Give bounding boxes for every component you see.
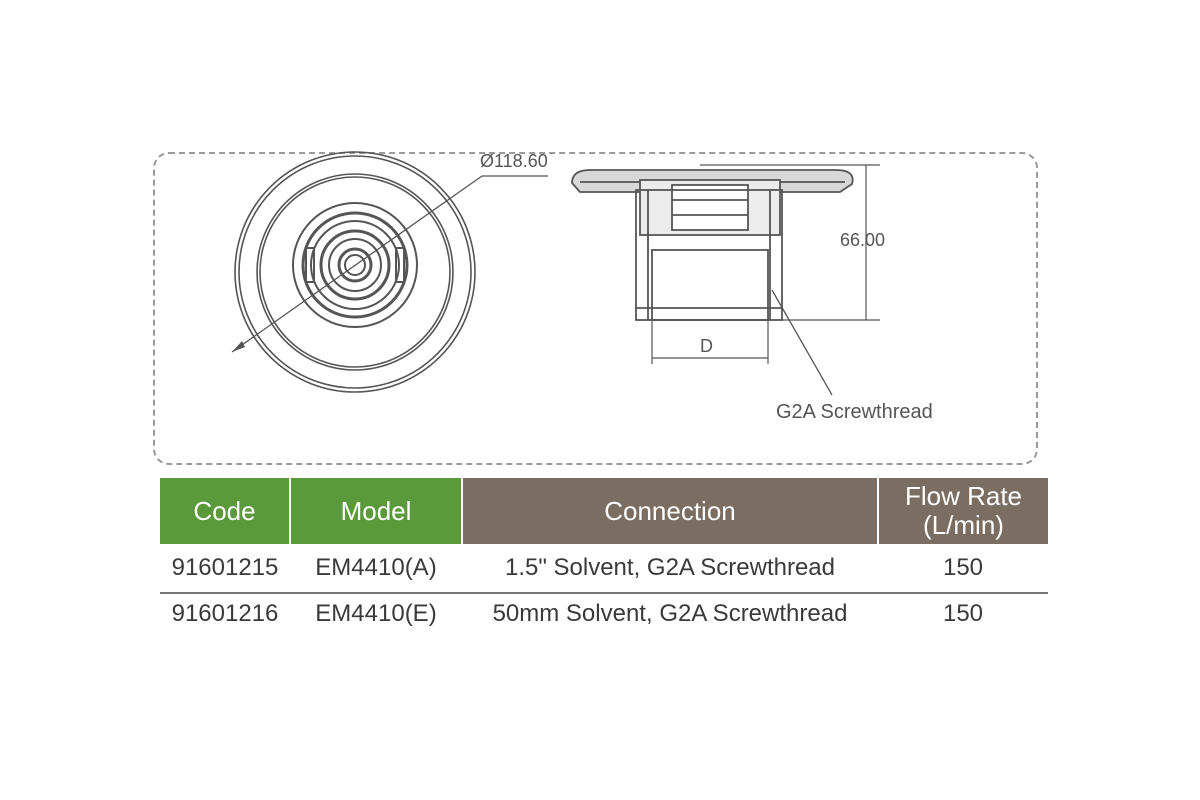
eyeball-outer <box>292 202 418 328</box>
cell-code: 91601216 <box>171 600 279 627</box>
cell-flow-rate: 150 <box>878 544 1048 594</box>
tab-right <box>395 247 405 283</box>
thread-label: G2A Screwthread <box>776 401 933 423</box>
diameter-arrow <box>232 341 245 352</box>
diameter-line <box>231 175 483 353</box>
header-model: Model <box>290 478 463 544</box>
pipe-socket <box>651 249 769 321</box>
eyeball-ring-2 <box>310 220 400 310</box>
cell-connection: 50mm Solvent, G2A Screwthread <box>492 600 848 627</box>
cell-model: EM4410(E) <box>315 600 437 627</box>
outer-ring <box>234 151 476 393</box>
nozzle-bore <box>337 247 373 283</box>
table-row: 91601216 EM4410(E) 50mm Solvent, G2A Scr… <box>160 593 1048 634</box>
header-connection: Connection <box>462 478 879 544</box>
d-label: D <box>700 336 713 356</box>
nozzle-block <box>671 184 749 231</box>
cell-connection: 1.5" Solvent, G2A Screwthread <box>462 544 878 594</box>
nozzle-ring <box>319 229 391 301</box>
header-flow-rate-line2: (L/min) <box>923 510 1004 540</box>
header-flow-rate-line1: Flow Rate <box>904 481 1023 511</box>
spec-table: Code Model Connection Flow Rate (L/min) … <box>160 478 1048 634</box>
header-flow-rate: Flow Rate (L/min) <box>878 478 1048 544</box>
cell-model: EM4410(A) <box>290 544 462 594</box>
thread-leader <box>771 289 833 396</box>
eyeball-ring <box>301 211 409 319</box>
drawing-frame <box>153 152 1038 465</box>
nozzle-hole <box>344 254 366 276</box>
outer-ring-inner <box>238 155 472 389</box>
table-row: 91601215 EM4410(A) 1.5" Solvent, G2A Scr… <box>160 544 1048 594</box>
front-view <box>231 151 548 393</box>
cell-code: 91601215 <box>160 544 290 594</box>
height-label: 66.00 <box>840 230 885 250</box>
header-code: Code <box>160 478 291 544</box>
tab-left <box>305 247 315 283</box>
face-ring-inner <box>259 176 451 368</box>
nozzle-ring-2 <box>328 238 382 292</box>
diameter-label: Ø118.60 <box>480 151 548 171</box>
face-ring <box>256 173 454 371</box>
table-header-row: Code Model Connection Flow Rate (L/min) <box>160 478 1048 544</box>
cell-flow-rate: 150 <box>942 600 984 627</box>
side-view <box>571 164 880 396</box>
